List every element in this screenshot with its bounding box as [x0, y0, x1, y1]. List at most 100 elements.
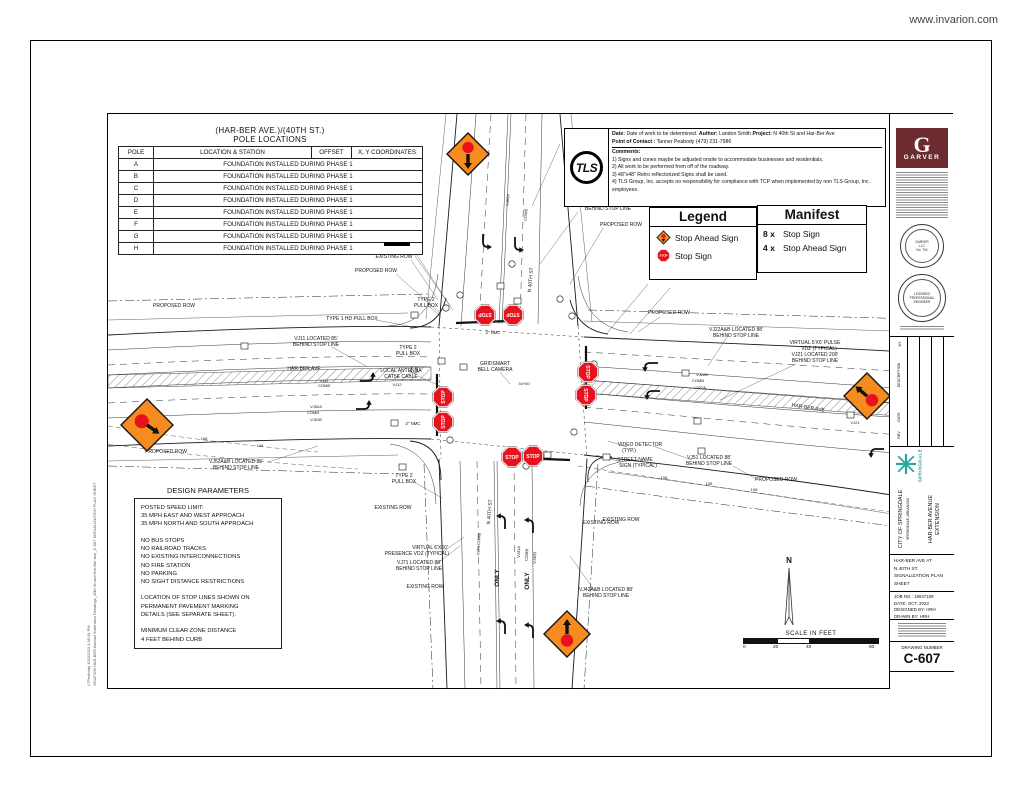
- scale-tick: 80: [869, 645, 875, 650]
- lane-turn-arrow: [482, 234, 492, 250]
- pole-marker: [556, 295, 564, 303]
- scale-segment: [810, 639, 878, 643]
- callout-label: VJ12: [392, 382, 402, 387]
- callout-label: VIRTUAL 6'X60': [412, 545, 448, 551]
- callout-label: VJ52A&B LOCATED 85': [209, 459, 263, 465]
- callout-label: VJ71 LOCATED 88': [397, 560, 441, 566]
- callout-label: EXISTING ROW: [375, 505, 412, 511]
- callout-label: EXISTING ROW: [407, 584, 444, 590]
- pole-marker: [568, 312, 576, 320]
- manifest-box: Manifest 8 x Stop Sign 4 x Stop Ahead Si…: [757, 205, 867, 273]
- lane-turn-arrow: [496, 513, 506, 529]
- pole-id: E: [118, 206, 154, 219]
- legend-item-label: Stop Ahead Sign: [675, 232, 739, 243]
- pole-table-title-line2: POLE LOCATIONS: [233, 135, 307, 144]
- pole-note: FOUNDATION INSTALLED DURING PHASE 1: [153, 158, 423, 171]
- callout-label: 108: [661, 475, 668, 480]
- pole-locations-table: POLE LOCATION & STATION OFFSET X, Y COOR…: [118, 146, 423, 255]
- north-label: N: [786, 556, 792, 565]
- callout-label: VJ51 LOCATED 88': [687, 455, 731, 461]
- callout-label: VJ42A&B LOCATED 88': [579, 587, 633, 593]
- stop-sign: STOP: [575, 384, 597, 406]
- callout-label: 2" NMC: [486, 330, 501, 335]
- garver-llc-seal: GARVER LLC No. 704: [900, 224, 944, 268]
- svg-text:STOP: STOP: [584, 365, 590, 379]
- stop-sign: STOP: [577, 361, 599, 383]
- lane-turn-arrow: [356, 400, 372, 410]
- stop-ahead-sign: [120, 398, 174, 452]
- pole-marker: [410, 366, 418, 374]
- springdale-label: SPRINGDALE: [917, 448, 923, 483]
- pole-locations-table-block: (HAR-BER AVE.)/(40TH ST.) POLE LOCATIONS…: [118, 126, 423, 255]
- rev-table-top-border: [890, 336, 954, 337]
- drawing-number-label: DRAWING NUMBER: [901, 645, 943, 650]
- drawing-sheet: BEHIND STOP LINE PROPOSED ROW EXISTING ROW…: [107, 113, 954, 689]
- callout-label: VJ11: [320, 378, 330, 383]
- col-header-offset: OFFSET: [311, 146, 352, 159]
- date-label: Date:: [612, 131, 625, 137]
- pole-id: B: [118, 170, 154, 183]
- callout-label: CAT5E CABLE: [384, 374, 418, 380]
- svg-text:STOP: STOP: [505, 455, 519, 461]
- signalization-plan-drawing: BEHIND STOP LINE PROPOSED ROW EXISTING ROW…: [108, 114, 953, 689]
- copyright-micro-text: [896, 172, 948, 218]
- scale-bar-track: [743, 638, 879, 644]
- stop-ahead-sign: [543, 610, 591, 658]
- scale-segment: [744, 639, 777, 643]
- callout-label: BEHIND STOP LINE: [396, 566, 443, 572]
- callout-label: BEHIND STOP LINE: [585, 206, 632, 212]
- svg-text:STOP: STOP: [478, 311, 492, 317]
- pole-marker: [508, 260, 516, 268]
- callout-label: PROPOSED ROW: [600, 222, 642, 228]
- callout-label: COMB: [318, 383, 330, 388]
- callout-label: BEHIND STOP LINE: [583, 593, 630, 599]
- lane-turn-arrow: [644, 390, 660, 400]
- manifest-row: 8 x Stop Sign: [758, 225, 866, 239]
- sheet-info: JOB NO.: 19047109 DATE: OCT. 2023 DESIGN…: [890, 591, 954, 619]
- pull-box-marker: [846, 411, 855, 419]
- callout-label: HAR-BER AVE: [791, 402, 825, 413]
- tcp-info-body: Date: Date of work to be determined. Aut…: [609, 129, 885, 206]
- median-hatch-west: [108, 366, 432, 389]
- tcp-header-line1: Date: Date of work to be determined. Aut…: [612, 131, 882, 139]
- engineer-seal-text: LICENSED PROFESSIONAL ENGINEER: [903, 279, 941, 317]
- pole-marker: [456, 291, 464, 299]
- rev-col-rev: REV: [897, 431, 901, 439]
- legend-title: Legend: [650, 208, 756, 227]
- garver-logo-name: GARVER: [903, 154, 941, 162]
- city-name: CITY OF SPRINGDALE: [898, 489, 904, 549]
- callout-label: N 40TH ST: [527, 267, 535, 292]
- pole-id: G: [118, 230, 154, 243]
- stop-ahead-sign: [843, 372, 891, 420]
- stop-sign: STOP: [522, 445, 544, 467]
- tcp-info-box: TLS Date: Date of work to be determined.…: [564, 128, 886, 207]
- callout-label: SIGN (TYPICAL): [619, 463, 657, 469]
- svg-text:STOP: STOP: [526, 454, 540, 460]
- date-value: Date of work to be determined.: [626, 131, 698, 137]
- svg-text:STOP: STOP: [441, 415, 447, 429]
- rev-table-gridline: [919, 336, 920, 446]
- pull-box-marker: [398, 463, 407, 471]
- pole-note: FOUNDATION INSTALLED DURING PHASE 1: [153, 182, 423, 195]
- pull-box-marker: [459, 363, 468, 371]
- pole-note: FOUNDATION INSTALLED DURING PHASE 1: [153, 242, 423, 255]
- callout-label: TYPE 2: [395, 473, 412, 479]
- scale-segment: [777, 639, 810, 643]
- stop-ahead-sign-icon: [656, 230, 671, 245]
- pole-note: FOUNDATION INSTALLED DURING PHASE 1: [153, 194, 423, 207]
- scale-tick: 40: [806, 645, 812, 650]
- project-label: Project:: [752, 131, 772, 137]
- callout-label: GRIDSMART: [480, 361, 510, 367]
- pole-marker: [442, 304, 450, 312]
- callout-label: EXISTING ROW: [376, 254, 413, 260]
- callout-label: PROPOSED ROW: [648, 310, 690, 316]
- rev-table-gridline: [943, 336, 944, 446]
- contact-value: Tanner Peabody (479) 231-7986: [656, 138, 732, 145]
- pole-note: FOUNDATION INSTALLED DURING PHASE 1: [153, 170, 423, 183]
- scale-bar-label: SCALE IN FEET: [785, 631, 837, 637]
- callout-label: VJ21 LOCATED 200': [792, 352, 839, 358]
